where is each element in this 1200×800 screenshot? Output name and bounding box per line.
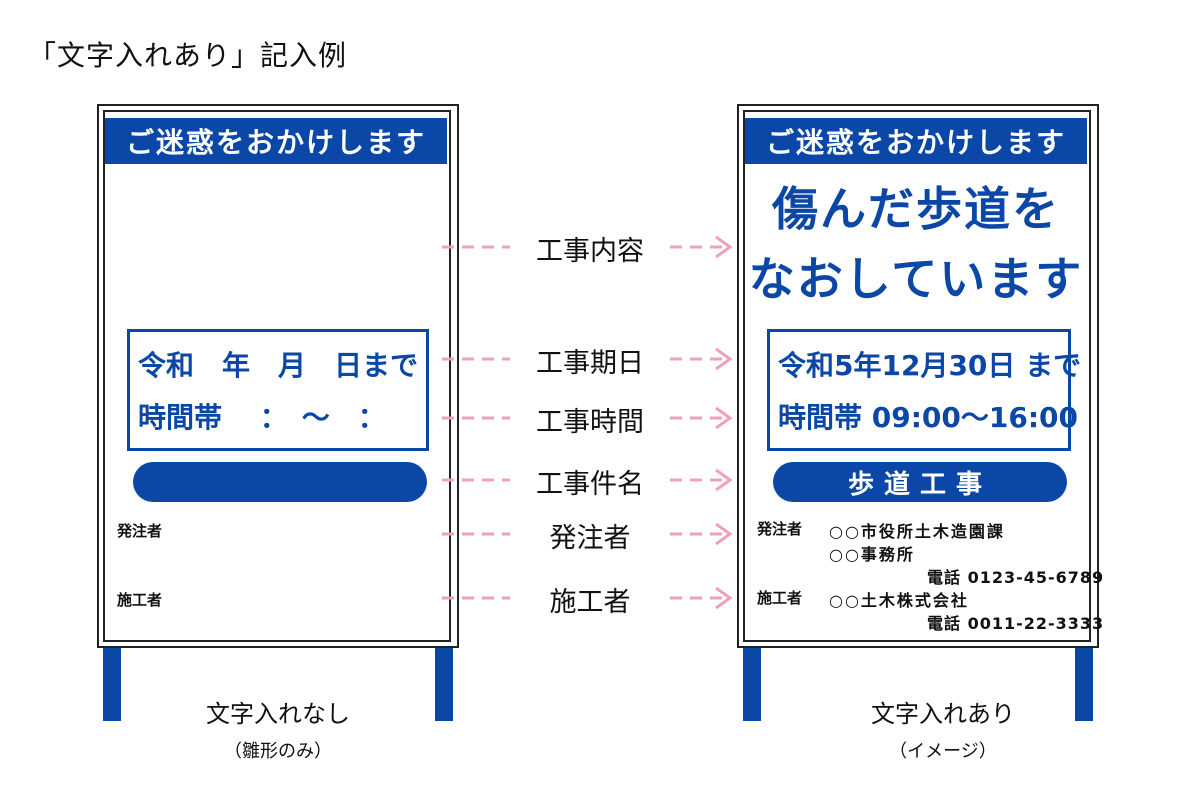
board-inner: [103, 110, 451, 642]
connector-label: 工事時間: [536, 407, 644, 438]
orderer-phone: 電話 0123-45-6789: [927, 568, 1105, 587]
builder-label: 施工者: [117, 591, 163, 609]
connector-label: 発注者: [549, 523, 631, 554]
date-line: 令和 年 月 日まで: [138, 349, 419, 382]
date-time-box: 令和 年 月 日まで 時間帯 ： ～ ：: [127, 329, 429, 451]
orderer-line-2: ○○事務所: [829, 545, 915, 564]
connector-label: 工事件名: [536, 469, 644, 500]
sign-header: ご迷惑をおかけします: [745, 118, 1087, 164]
work-name-pill: 歩道工事: [773, 462, 1067, 502]
sign-board-filled: ご迷惑をおかけします 傷んだ歩道を なおしています 令和5年12月30日 まで …: [737, 104, 1103, 721]
board-inner: [743, 110, 1091, 642]
board-leg-right: [435, 648, 453, 721]
connector-label: 工事期日: [536, 348, 644, 379]
dashed-arrow-icon: [442, 468, 733, 492]
connector-builder: 施工者: [440, 578, 740, 618]
work-name-pill: [133, 462, 427, 502]
dashed-arrow-icon: [442, 406, 733, 430]
dashed-arrow-icon: [442, 586, 733, 610]
connector-work-name: 工事件名: [440, 460, 740, 500]
work-content-line-1: 傷んだ歩道を: [772, 182, 1060, 236]
caption-sub: （イメージ）: [889, 741, 997, 762]
caption-main: 文字入れなし: [206, 700, 350, 728]
orderer-line-1: ○○市役所土木造園課: [829, 522, 1005, 541]
connector-work-time: 工事時間: [440, 398, 740, 438]
board-leg-right: [1075, 648, 1093, 721]
dashed-arrow-icon: [442, 235, 733, 259]
caption-sub: （雛形のみ）: [224, 741, 332, 762]
connector-label: 施工者: [549, 587, 631, 618]
caption-filled: 文字入れあり （イメージ）: [793, 694, 1093, 763]
work-content-line-2: なおしています: [748, 252, 1084, 306]
builder-phone: 電話 0011-22-3333: [927, 614, 1105, 633]
connector-work-content: 工事内容: [440, 227, 740, 267]
connector-work-date: 工事期日: [440, 339, 740, 379]
builder-line-1: ○○土木株式会社: [829, 591, 969, 610]
orderer-label: 発注者: [757, 520, 803, 538]
page-title: 「文字入れあり」記入例: [28, 39, 348, 72]
connector-label: 工事内容: [536, 236, 644, 267]
dashed-arrow-icon: [442, 347, 733, 371]
sign-header: ご迷惑をおかけします: [105, 118, 447, 164]
orderer-label: 発注者: [117, 522, 163, 540]
board-leg-left: [743, 648, 761, 721]
caption-main: 文字入れあり: [871, 700, 1015, 728]
date-line: 令和5年12月30日 まで: [778, 349, 1082, 382]
time-line: 時間帯 ： ～ ：: [138, 401, 386, 434]
connector-orderer: 発注者: [440, 514, 740, 554]
board-leg-left: [103, 648, 121, 721]
work-content: 傷んだ歩道を なおしています: [745, 174, 1087, 314]
date-time-box: 令和5年12月30日 まで 時間帯 09:00～16:00: [767, 329, 1081, 451]
caption-blank: 文字入れなし （雛形のみ）: [128, 694, 428, 763]
sign-board-blank: ご迷惑をおかけします 令和 年 月 日まで 時間帯 ： ～ ： 発注者 施工者: [97, 104, 459, 721]
time-line: 時間帯 09:00～16:00: [778, 401, 1079, 434]
dashed-arrow-icon: [442, 522, 733, 546]
builder-label: 施工者: [757, 589, 803, 607]
